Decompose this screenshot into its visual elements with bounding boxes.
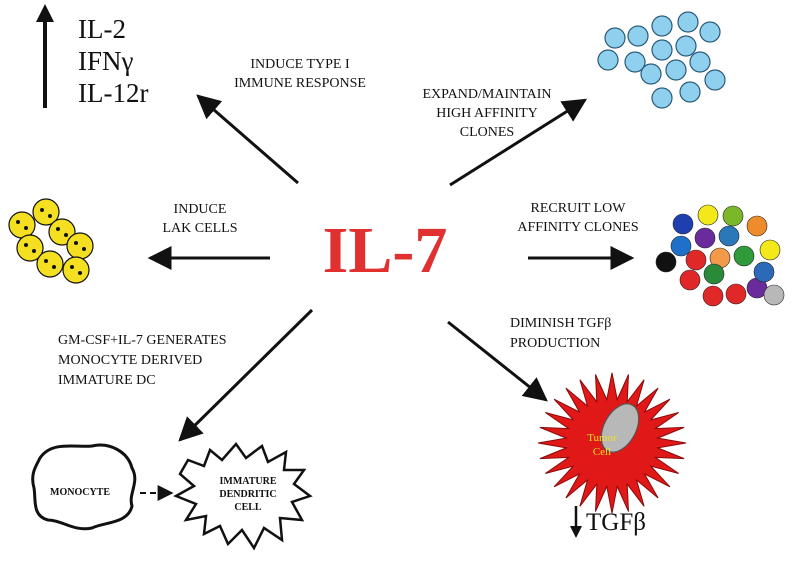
clone-cell bbox=[679, 81, 701, 103]
caption-production: PRODUCTION bbox=[510, 336, 600, 351]
clone-cell bbox=[699, 21, 721, 43]
clone-cell bbox=[759, 239, 781, 261]
up-arrow-icon bbox=[36, 4, 54, 108]
low-affinity-clone-cluster bbox=[655, 204, 785, 307]
clone-cell bbox=[725, 283, 747, 305]
clone-cell bbox=[746, 215, 768, 237]
mid-left-group: INDUCE LAK CELLS bbox=[8, 198, 238, 284]
down-arrow-icon bbox=[570, 506, 582, 538]
clone-cell bbox=[718, 225, 740, 247]
clone-cell bbox=[702, 285, 724, 307]
tumor-label-tumor: Tumor bbox=[587, 432, 617, 444]
tumor-nucleus bbox=[600, 403, 640, 453]
tumor-label-cell: Cell bbox=[593, 446, 611, 458]
clone-cell bbox=[670, 235, 692, 257]
clone-cell bbox=[694, 227, 716, 249]
caption-expand-maintain: EXPAND/MAINTAIN bbox=[422, 87, 551, 102]
clone-cell bbox=[627, 25, 649, 47]
top-right-group: EXPAND/MAINTAIN HIGH AFFINITY CLONES bbox=[422, 11, 726, 140]
lak-cell-cluster bbox=[8, 198, 94, 284]
high-affinity-clone-cluster bbox=[597, 11, 726, 109]
tgfb-label: TGFβ bbox=[586, 509, 646, 536]
clone-cell bbox=[677, 11, 699, 33]
arrow-top-right bbox=[449, 98, 588, 187]
cytokine-il12r: IL-12r bbox=[78, 78, 148, 108]
center-label: IL-7 bbox=[323, 214, 448, 287]
cytokine-il2: IL-2 bbox=[78, 14, 126, 44]
lak-cell bbox=[62, 256, 90, 284]
clone-cell bbox=[672, 213, 694, 235]
clone-cell bbox=[685, 249, 707, 271]
dendritic-cell-outline bbox=[173, 441, 313, 551]
lak-cell bbox=[66, 232, 94, 260]
bottom-right-group: DIMINISH TGFβ PRODUCTION Tumor Cell TGFβ bbox=[510, 316, 687, 538]
clone-cell bbox=[675, 35, 697, 57]
clone-cell bbox=[704, 69, 726, 91]
caption-lak-cells: LAK CELLS bbox=[162, 221, 237, 236]
clone-cell bbox=[651, 15, 673, 37]
clone-cell bbox=[604, 27, 626, 49]
caption-diminish-tgfb: DIMINISH TGFβ bbox=[510, 316, 611, 331]
arrow-top-left bbox=[196, 94, 299, 185]
caption-immune-response: IMMUNE RESPONSE bbox=[234, 76, 366, 91]
arrow-bottom-right bbox=[447, 320, 548, 402]
lak-cell bbox=[36, 250, 64, 278]
top-left-group: IL-2 IFNγ IL-12r INDUCE TYPE I IMMUNE RE… bbox=[36, 4, 366, 108]
cytokine-ifng: IFNγ bbox=[78, 46, 134, 76]
dc-label-dendritic: DENDRITIC bbox=[219, 489, 276, 500]
clone-cell bbox=[597, 49, 619, 71]
clone-cell bbox=[665, 59, 687, 81]
lak-cell bbox=[48, 218, 76, 246]
clone-cell bbox=[753, 261, 775, 283]
caption-gm-csf: GM-CSF+IL-7 GENERATES bbox=[58, 333, 227, 348]
bottom-left-group: GM-CSF+IL-7 GENERATES MONOCYTE DERIVED I… bbox=[31, 333, 313, 551]
clone-cell bbox=[679, 269, 701, 291]
clone-cell bbox=[689, 51, 711, 73]
clone-cell bbox=[655, 251, 677, 273]
caption-monocyte-derived: MONOCYTE DERIVED bbox=[58, 353, 202, 368]
lak-cell bbox=[16, 234, 44, 262]
clone-cell bbox=[763, 284, 785, 306]
connector-arrows bbox=[147, 94, 635, 442]
caption-high-affinity: HIGH AFFINITY bbox=[436, 106, 538, 121]
monocyte-cell-outline bbox=[31, 443, 137, 531]
caption-affinity-clones: AFFINITY CLONES bbox=[517, 220, 638, 235]
clone-cell bbox=[624, 51, 646, 73]
caption-induce: INDUCE bbox=[174, 202, 227, 217]
clone-cell bbox=[697, 204, 719, 226]
caption-recruit-low: RECRUIT LOW bbox=[530, 201, 626, 216]
dc-label-cell: CELL bbox=[234, 502, 262, 513]
caption-clones: CLONES bbox=[460, 125, 514, 140]
clone-cell bbox=[733, 245, 755, 267]
clone-cell bbox=[722, 205, 744, 227]
clone-cell bbox=[651, 39, 673, 61]
clone-cell bbox=[640, 63, 662, 85]
lak-cell bbox=[8, 211, 36, 239]
monocyte-label: MONOCYTE bbox=[50, 487, 110, 498]
clone-cell bbox=[651, 87, 673, 109]
caption-immature-dc: IMMATURE DC bbox=[58, 373, 156, 388]
caption-induce-type-i: INDUCE TYPE I bbox=[250, 57, 350, 72]
lak-cell bbox=[32, 198, 60, 226]
clone-cell bbox=[703, 263, 725, 285]
mid-right-group: RECRUIT LOW AFFINITY CLONES bbox=[517, 201, 785, 307]
arrow-bottom-left bbox=[178, 308, 314, 442]
dc-label-immature: IMMATURE bbox=[219, 476, 276, 487]
